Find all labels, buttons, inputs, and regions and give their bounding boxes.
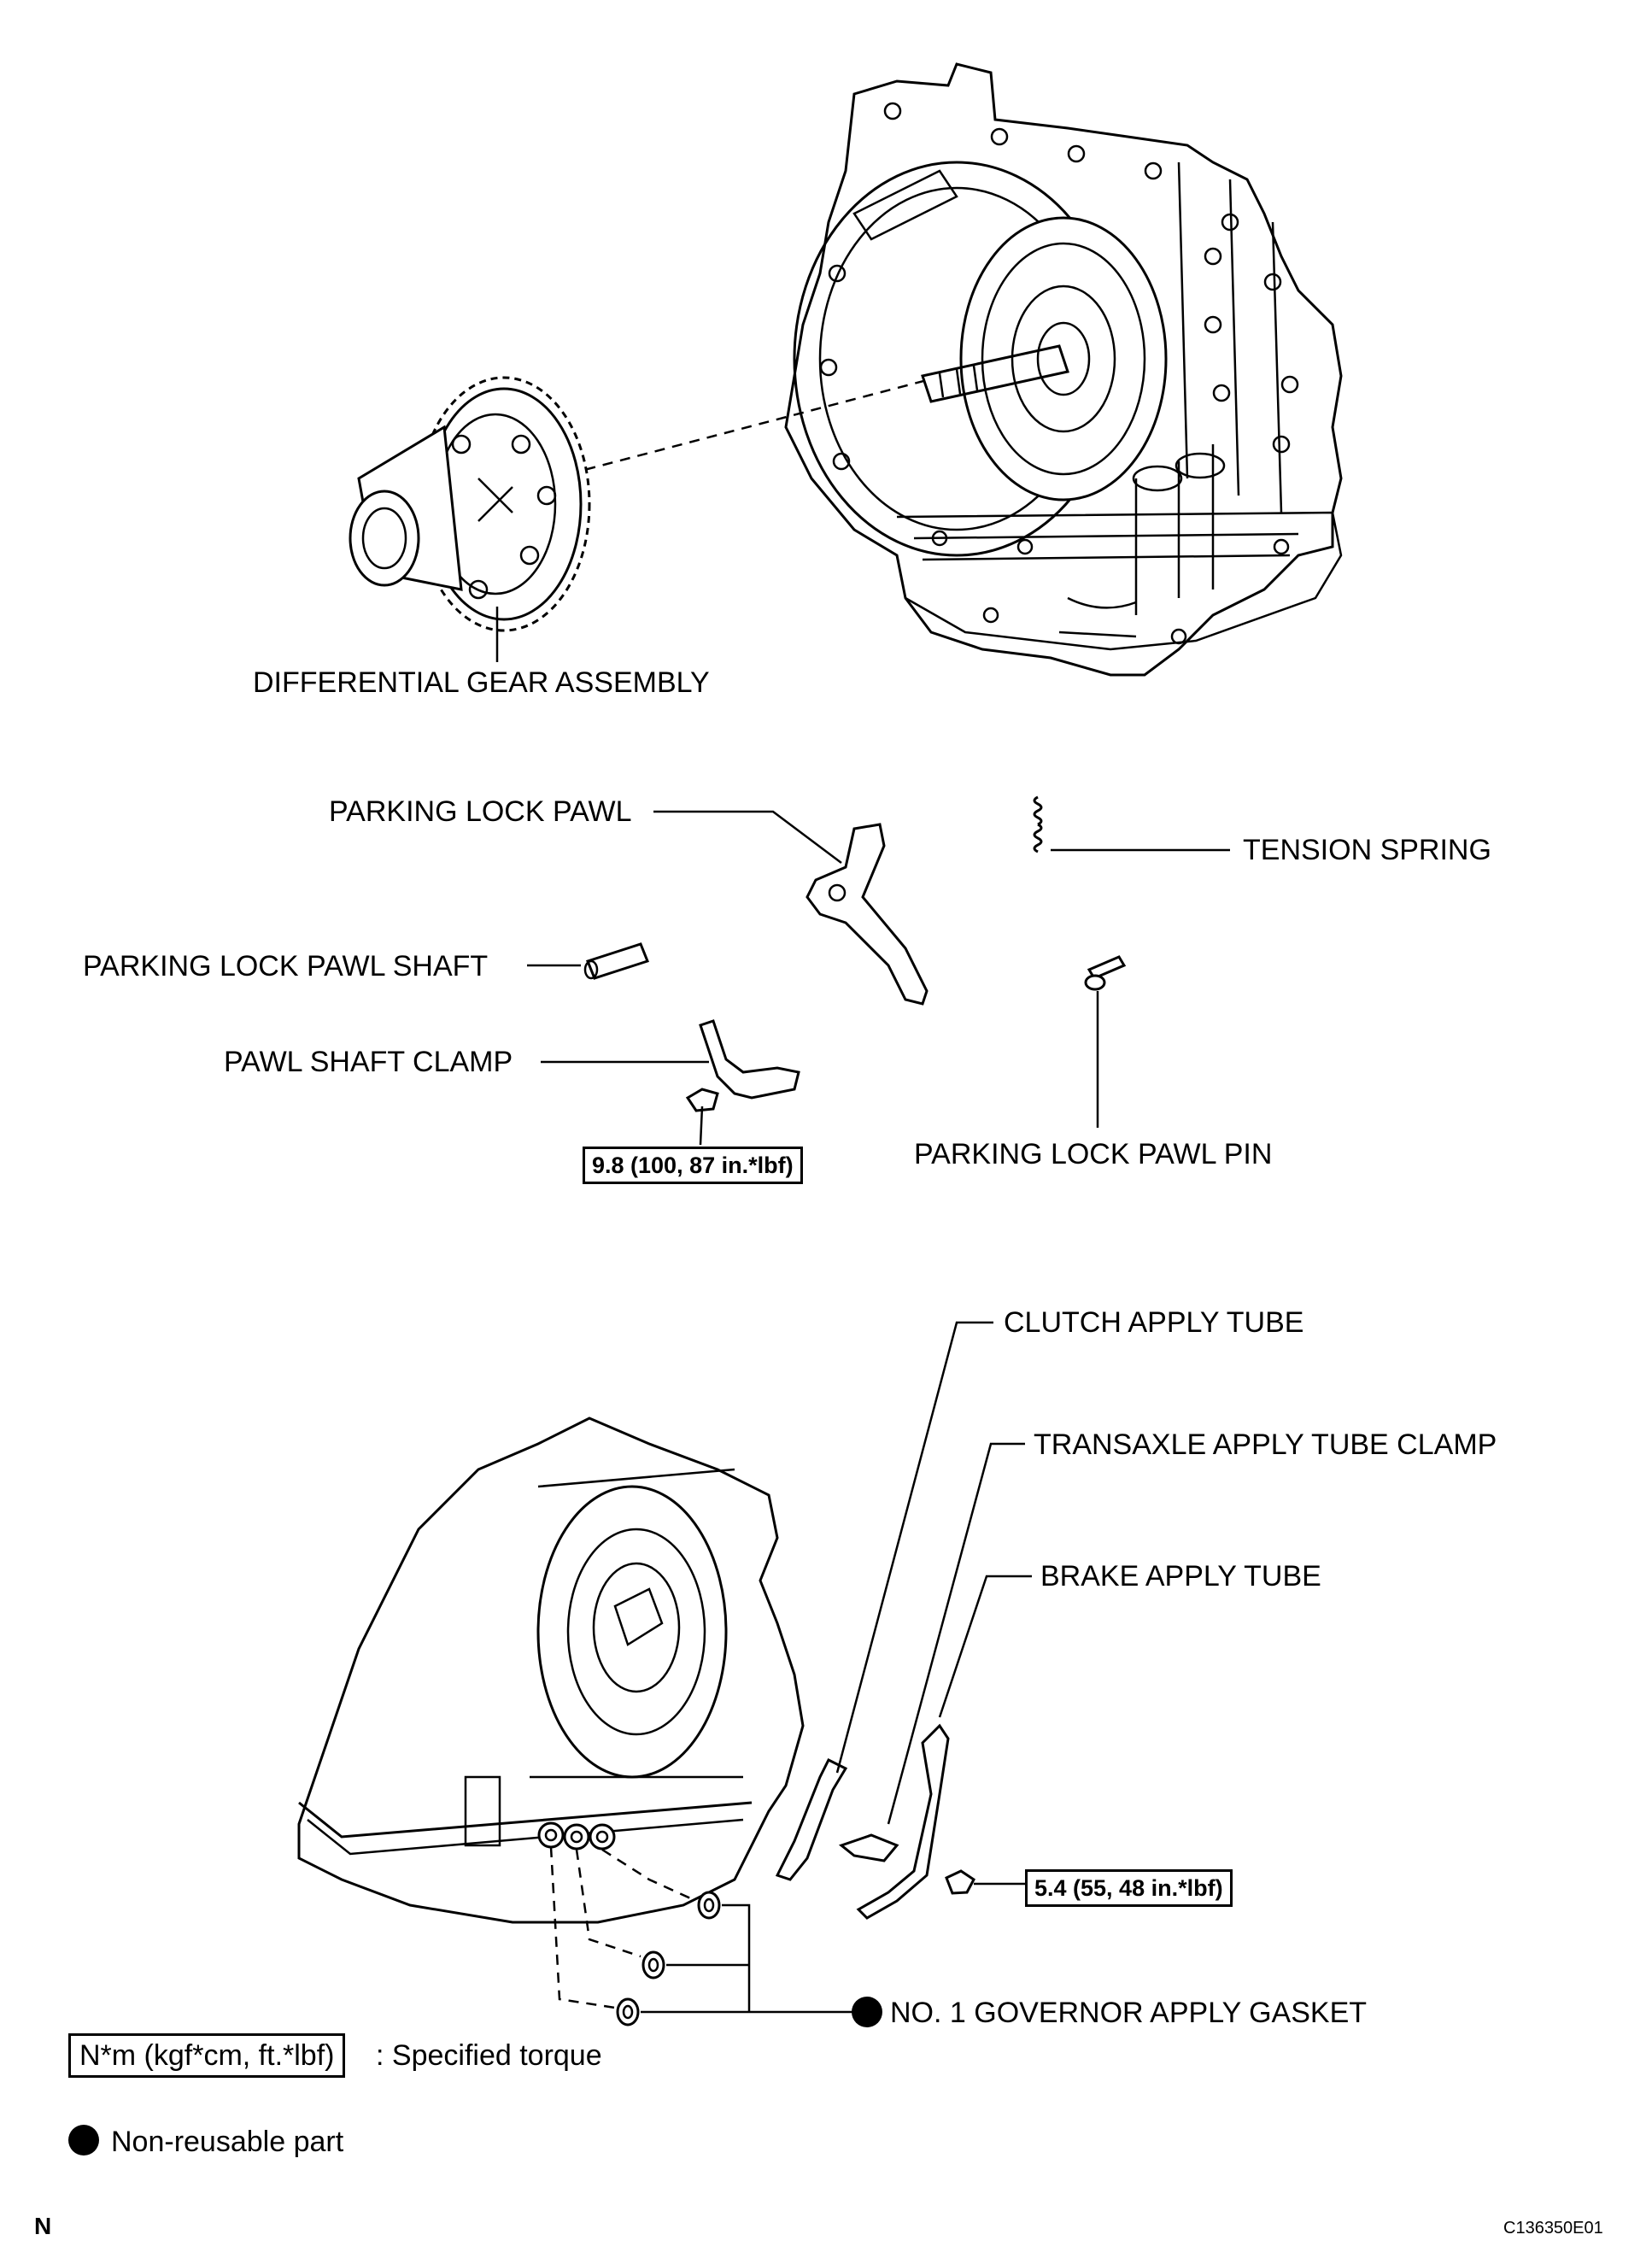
legend-non-reusable-text: Non-reusable part (111, 2126, 344, 2158)
legend-torque-text: : Specified torque (376, 2039, 602, 2072)
non-reusable-mark-icon (852, 1997, 882, 2027)
alignment-line-gasket-2 (575, 1849, 641, 1958)
governor-apply-gaskets (616, 1891, 854, 2026)
alignment-line-differential (567, 378, 928, 476)
label-parking-lock-pawl: PARKING LOCK PAWL (329, 795, 632, 828)
tension-spring-drawing (1033, 795, 1230, 853)
parking-lock-pawl-shaft-drawing (527, 942, 649, 980)
label-pawl-shaft-clamp: PAWL SHAFT CLAMP (224, 1046, 513, 1078)
label-no1-governor-apply-gasket: NO. 1 GOVERNOR APPLY GASKET (890, 1997, 1368, 2029)
label-differential-gear-assembly: DIFFERENTIAL GEAR ASSEMBLY (253, 666, 710, 699)
transaxle-housing-top (784, 62, 1343, 677)
parking-lock-pawl-pin-drawing (1084, 955, 1127, 1128)
torque-spec-tube-clamp: 5.4 (55, 48 in.*lbf) (1025, 1869, 1233, 1907)
label-transaxle-apply-tube-clamp: TRANSAXLE APPLY TUBE CLAMP (1034, 1428, 1497, 1461)
parking-lock-pawl-drawing (653, 810, 929, 1006)
alignment-line-gasket-3 (601, 1848, 697, 1903)
torque-spec-pawl-shaft-clamp: 9.8 (100, 87 in.*lbf) (583, 1147, 803, 1184)
label-brake-apply-tube: BRAKE APPLY TUBE (1040, 1560, 1321, 1592)
tube-clamp-bolt-drawing (945, 1869, 1025, 1895)
black-dot-icon (68, 2125, 99, 2155)
figure-code: C136350E01 (1503, 2219, 1603, 2238)
label-parking-lock-pawl-shaft: PARKING LOCK PAWL SHAFT (83, 950, 489, 982)
label-clutch-apply-tube: CLUTCH APPLY TUBE (1004, 1306, 1304, 1339)
label-tension-spring: TENSION SPRING (1243, 834, 1491, 866)
label-parking-lock-pawl-pin: PARKING LOCK PAWL PIN (914, 1138, 1273, 1170)
transaxle-housing-bottom (297, 1416, 805, 1924)
legend-torque-unit-box: N*m (kgf*cm, ft.*lbf) (68, 2033, 346, 2078)
transaxle-apply-tube-clamp-drawing (838, 1442, 1025, 1862)
footer-orientation-mark: N (34, 2213, 52, 2239)
pawl-shaft-clamp-drawing (541, 1019, 800, 1146)
alignment-line-gasket-1 (549, 1846, 616, 2009)
differential-gear-assembly-drawing (349, 376, 591, 662)
clutch-apply-tube-drawing (775, 1321, 993, 1881)
brake-apply-tube-drawing (856, 1575, 1032, 1920)
